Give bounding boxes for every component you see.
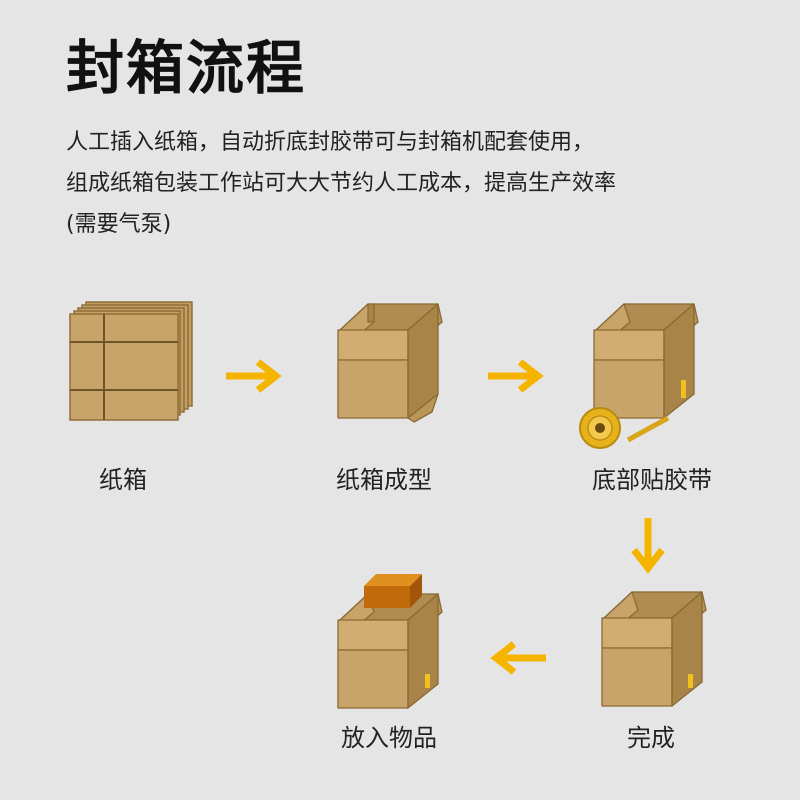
formed-box-illustration xyxy=(337,303,443,423)
page-title: 封箱流程 xyxy=(66,34,307,102)
description-line-2: 组成纸箱包装工作站可大大节约人工成本，提高生产效率 xyxy=(66,171,617,196)
arrow-right-icon xyxy=(226,359,282,393)
box-with-item-illustration xyxy=(337,574,443,709)
arrow-left-icon xyxy=(490,641,546,675)
step-label-cardboard: 纸箱 xyxy=(99,466,147,494)
step-label-complete: 完成 xyxy=(627,724,675,752)
arrow-right-icon xyxy=(488,359,544,393)
description-line-1: 人工插入纸箱，自动折底封胶带可与封箱机配套使用， xyxy=(66,130,595,155)
description-line-3: (需要气泵) xyxy=(66,212,172,237)
arrow-down-icon xyxy=(631,518,665,574)
step-label-box-forming: 纸箱成型 xyxy=(336,466,432,494)
completed-box-illustration xyxy=(601,591,707,707)
step-label-bottom-taping: 底部贴胶带 xyxy=(592,466,712,494)
taped-box-illustration xyxy=(579,303,699,449)
step-label-place-items: 放入物品 xyxy=(341,724,437,752)
flat-cardboard-stack-illustration xyxy=(69,301,193,421)
